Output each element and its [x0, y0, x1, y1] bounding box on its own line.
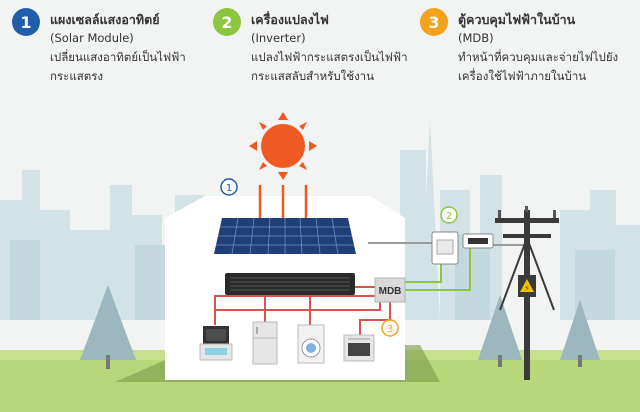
- legend-subtitle-1: (Solar Module): [50, 31, 134, 45]
- legend-title-2: เครื่องแปลงไฟ: [251, 12, 329, 27]
- legend-badge-3: 3: [420, 8, 448, 36]
- power-pole: ⚡: [495, 206, 559, 380]
- tree-left: [80, 285, 136, 369]
- svg-text:3: 3: [387, 324, 393, 335]
- wiring: [214, 242, 528, 335]
- legend-desc-2b: กระแสสลับสำหรับใช้งาน: [251, 69, 375, 83]
- legend-badge-2: 2: [213, 8, 241, 36]
- svg-text:2: 2: [446, 211, 452, 222]
- marker-solar-module: 1: [220, 178, 238, 196]
- inverter-unit: [225, 273, 355, 295]
- tree-right: [478, 295, 600, 367]
- wall-inverter: [431, 231, 494, 265]
- legend-badge-1: 1: [12, 8, 40, 36]
- legend-desc-1b: กระแสตรง: [50, 69, 104, 83]
- marker-inverter: 2: [440, 206, 458, 224]
- tv-icon: [199, 326, 233, 361]
- svg-text:MDB: MDB: [379, 286, 402, 297]
- legend-desc-1a: เปลี่ยนแสงอาทิตย์เป็นไฟฟ้า: [50, 50, 186, 64]
- legend-title-3: ตู้ควบคุมไฟฟ้าในบ้าน: [458, 12, 576, 27]
- legend-desc-2a: แปลงไฟฟ้ากระแสตรงเป็นไฟฟ้า: [251, 50, 408, 64]
- legend-desc-3b: เครื่องใช้ไฟฟ้าภายในบ้าน: [458, 69, 587, 83]
- legend-subtitle-2: (Inverter): [251, 31, 306, 45]
- svg-text:1: 1: [226, 183, 232, 194]
- legend-title-1: แผงเซลล์แสงอาทิตย์: [50, 12, 160, 27]
- refrigerator-icon: [252, 321, 278, 365]
- mdb-box: MDB: [374, 277, 406, 303]
- solar-panel: [214, 217, 356, 255]
- marker-mdb: 3: [381, 319, 399, 337]
- oven-icon: [343, 334, 375, 362]
- legend-desc-3a: ทำหน้าที่ควบคุมและจ่ายไฟไปยัง: [458, 50, 619, 64]
- svg-text:⚡: ⚡: [524, 284, 530, 293]
- washing-machine-icon: [297, 324, 325, 364]
- sun-icon: [249, 112, 317, 180]
- legend-subtitle-3: (MDB): [458, 31, 494, 45]
